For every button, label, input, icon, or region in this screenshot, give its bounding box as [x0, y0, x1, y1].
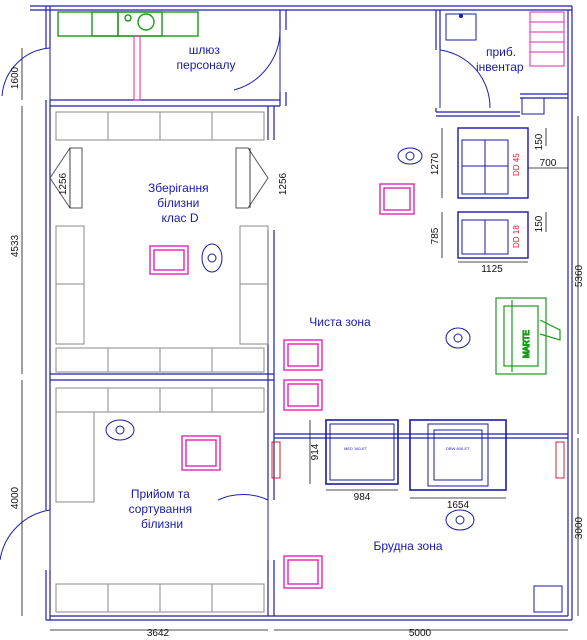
dim-1125: 1125: [481, 264, 503, 275]
marte-label: MARTE: [522, 330, 531, 358]
room-storage-line1: Зберігання: [148, 181, 209, 195]
worker-1-icon: [397, 147, 423, 165]
control-panel-left: [271, 441, 281, 479]
dimension-lines: [21, 48, 579, 631]
room-clean-zone: Чиста зона: [309, 315, 371, 329]
corner-unit: [521, 97, 545, 115]
worker-icons: [105, 147, 475, 531]
room-reception-line3: білизни: [141, 517, 183, 531]
room-reception-line2: сортування: [129, 502, 193, 516]
room-airlock-line2: персоналу: [177, 58, 236, 72]
dbw-label: DBW 600-ET: [446, 446, 470, 451]
ironer-marte: MARTE: [495, 297, 561, 375]
cart-dirty: [283, 555, 323, 589]
dim-984: 984: [354, 492, 371, 503]
worker-3-icon: [445, 327, 471, 349]
doors: [0, 29, 491, 570]
room-storage-line2: білизни: [157, 196, 199, 210]
dim-1256-left: 1256: [58, 172, 69, 195]
dim-5360: 5360: [574, 264, 585, 287]
door-airlock-left: [1, 47, 51, 100]
med-label: MED 160-ET: [344, 446, 368, 451]
room-storage: Зберігання білизни клас D: [148, 181, 212, 225]
room-inventory-line2: інвентар: [476, 60, 524, 74]
dim-700: 700: [540, 158, 557, 169]
control-panel-right: [555, 441, 565, 479]
dim-3642: 3642: [147, 628, 170, 639]
inventory-rack: [529, 11, 565, 67]
room-airlock: шлюз персоналу: [177, 43, 236, 72]
storage-bins: [49, 147, 269, 209]
door-reception-left: [0, 509, 51, 570]
laundry-carts: [149, 183, 415, 589]
cart-clean-1: [379, 183, 415, 215]
room-reception: Прийом та сортування білизни: [129, 487, 196, 531]
sink-drain-icon: [459, 14, 463, 18]
dim-1270: 1270: [430, 152, 441, 175]
dim-150-top: 150: [534, 133, 545, 150]
room-reception-line1: Прийом та: [131, 487, 190, 501]
airlock-bench: [133, 35, 141, 101]
cart-clean-2: [283, 339, 323, 371]
airlock-cabinets: [57, 11, 199, 37]
worker-5-icon: [445, 509, 475, 531]
door-inventory: [439, 49, 491, 109]
dd18-label: DD 18: [512, 225, 521, 248]
cart-reception: [181, 435, 221, 471]
room-storage-line3: клас D: [161, 211, 198, 225]
dim-785: 785: [430, 227, 441, 244]
worker-4-icon: [105, 419, 135, 441]
door-reception-right: [217, 494, 269, 560]
dim-4000: 4000: [10, 486, 21, 509]
washer-med: MED 160-ET: [325, 419, 399, 485]
room-inventory-line1: приб.: [486, 45, 516, 59]
dd45-label: DD 45: [512, 153, 521, 176]
cart-clean-3: [283, 379, 323, 411]
storage-shelving: [55, 111, 269, 613]
sink-bottom-right: [533, 585, 563, 613]
dryer-dd18: DD 18: [457, 211, 529, 259]
room-inventory: приб. інвентар: [476, 45, 524, 74]
dim-1654: 1654: [447, 500, 470, 511]
dryer-dd45: DD 45: [457, 127, 529, 199]
room-airlock-line1: шлюз: [189, 43, 221, 57]
dim-1256-right: 1256: [278, 172, 289, 195]
dim-150-bottom: 150: [534, 215, 545, 232]
dim-3000: 3000: [574, 516, 585, 539]
dim-4533: 4533: [10, 234, 21, 257]
dim-1600: 1600: [10, 66, 21, 89]
washer-dbw: DBW 600-ET: [409, 419, 507, 491]
worker-2-icon: [201, 243, 223, 273]
walls: [30, 5, 573, 621]
dim-914: 914: [310, 443, 321, 460]
door-airlock-right: [233, 29, 281, 92]
cart-storage: [149, 245, 189, 275]
dim-5000: 5000: [409, 628, 432, 639]
room-dirty-zone: Брудна зона: [374, 539, 443, 553]
